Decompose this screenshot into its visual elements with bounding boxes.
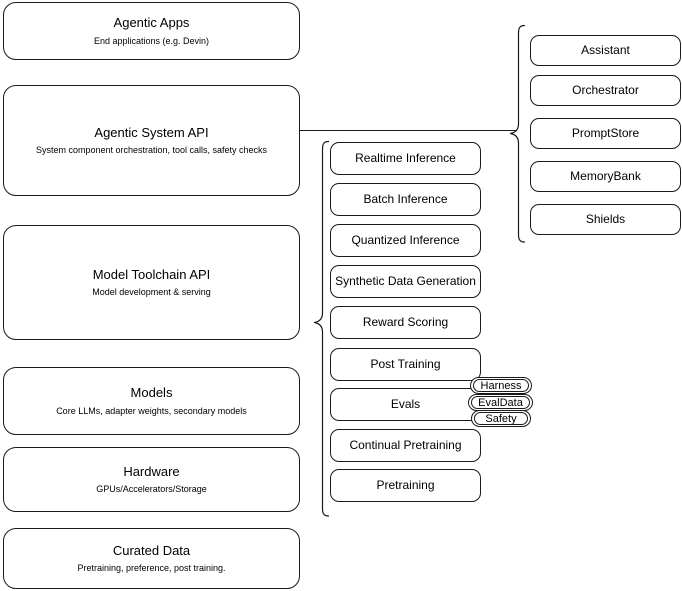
layer-agentic-apps[interactable]: Agentic Apps End applications (e.g. Devi… <box>3 2 300 60</box>
capability-title: Post Training <box>370 357 441 371</box>
layer-title: Hardware <box>123 463 180 479</box>
capability-continual-pretraining[interactable]: Continual Pretraining <box>330 429 481 462</box>
eval-pill-harness[interactable]: Harness <box>470 377 532 394</box>
component-memorybank[interactable]: MemoryBank <box>530 161 681 192</box>
layer-curated-data[interactable]: Curated Data Pretraining, preference, po… <box>3 528 300 589</box>
component-promptstore[interactable]: PromptStore <box>530 118 681 149</box>
capability-title: Quantized Inference <box>351 233 460 247</box>
capability-realtime-inference[interactable]: Realtime Inference <box>330 142 481 175</box>
layer-title: Models <box>130 385 173 401</box>
layer-models[interactable]: Models Core LLMs, adapter weights, secon… <box>3 367 300 435</box>
layer-title: Curated Data <box>112 542 191 558</box>
capability-title: Synthetic Data Generation <box>335 274 476 288</box>
layer-model-toolchain-api[interactable]: Model Toolchain API Model development & … <box>3 225 300 340</box>
eval-pill-safety[interactable]: Safety <box>471 410 531 427</box>
layer-title: Agentic Apps <box>113 15 190 31</box>
capability-pretraining[interactable]: Pretraining <box>330 469 481 502</box>
capabilities-brace <box>313 140 330 517</box>
eval-pill-evaldata[interactable]: EvalData <box>468 394 533 411</box>
layer-agentic-system-api[interactable]: Agentic System API System component orch… <box>3 85 300 196</box>
capability-synthetic-data-generation[interactable]: Synthetic Data Generation <box>330 265 481 298</box>
layer-subtitle: Pretraining, preference, post training. <box>77 563 226 573</box>
capability-evals[interactable]: Evals <box>330 388 481 421</box>
component-assistant[interactable]: Assistant <box>530 35 681 66</box>
component-title: Shields <box>585 212 626 226</box>
component-title: MemoryBank <box>570 169 641 183</box>
layer-title: Agentic System API <box>94 124 209 140</box>
capability-title: Reward Scoring <box>362 315 449 329</box>
capability-title: Batch Inference <box>363 192 448 206</box>
component-title: Orchestrator <box>572 83 639 97</box>
capability-quantized-inference[interactable]: Quantized Inference <box>330 224 481 257</box>
layer-subtitle: System component orchestration, tool cal… <box>35 145 268 155</box>
capability-reward-scoring[interactable]: Reward Scoring <box>330 306 481 339</box>
component-title: PromptStore <box>571 126 640 140</box>
capability-batch-inference[interactable]: Batch Inference <box>330 183 481 216</box>
capability-title: Continual Pretraining <box>349 438 462 452</box>
capability-post-training[interactable]: Post Training <box>330 348 481 381</box>
layer-title: Model Toolchain API <box>92 266 211 282</box>
layer-subtitle: End applications (e.g. Devin) <box>93 35 210 46</box>
capability-title: Pretraining <box>376 478 435 492</box>
component-orchestrator[interactable]: Orchestrator <box>530 75 681 106</box>
layer-subtitle: Core LLMs, adapter weights, secondary mo… <box>56 405 247 416</box>
layer-subtitle: GPUs/Accelerators/Storage <box>96 484 207 494</box>
eval-pill-label: Safety <box>485 412 517 425</box>
component-shields[interactable]: Shields <box>530 204 681 235</box>
component-title: Assistant <box>581 43 630 57</box>
eval-pill-label: EvalData <box>478 396 523 409</box>
system-api-to-components-connector <box>300 130 516 131</box>
eval-pill-label: Harness <box>480 379 522 392</box>
capability-title: Evals <box>390 397 421 411</box>
capability-title: Realtime Inference <box>355 151 456 165</box>
components-brace <box>509 24 526 243</box>
layer-hardware[interactable]: Hardware GPUs/Accelerators/Storage <box>3 447 300 512</box>
layer-subtitle: Model development & serving <box>92 287 211 297</box>
